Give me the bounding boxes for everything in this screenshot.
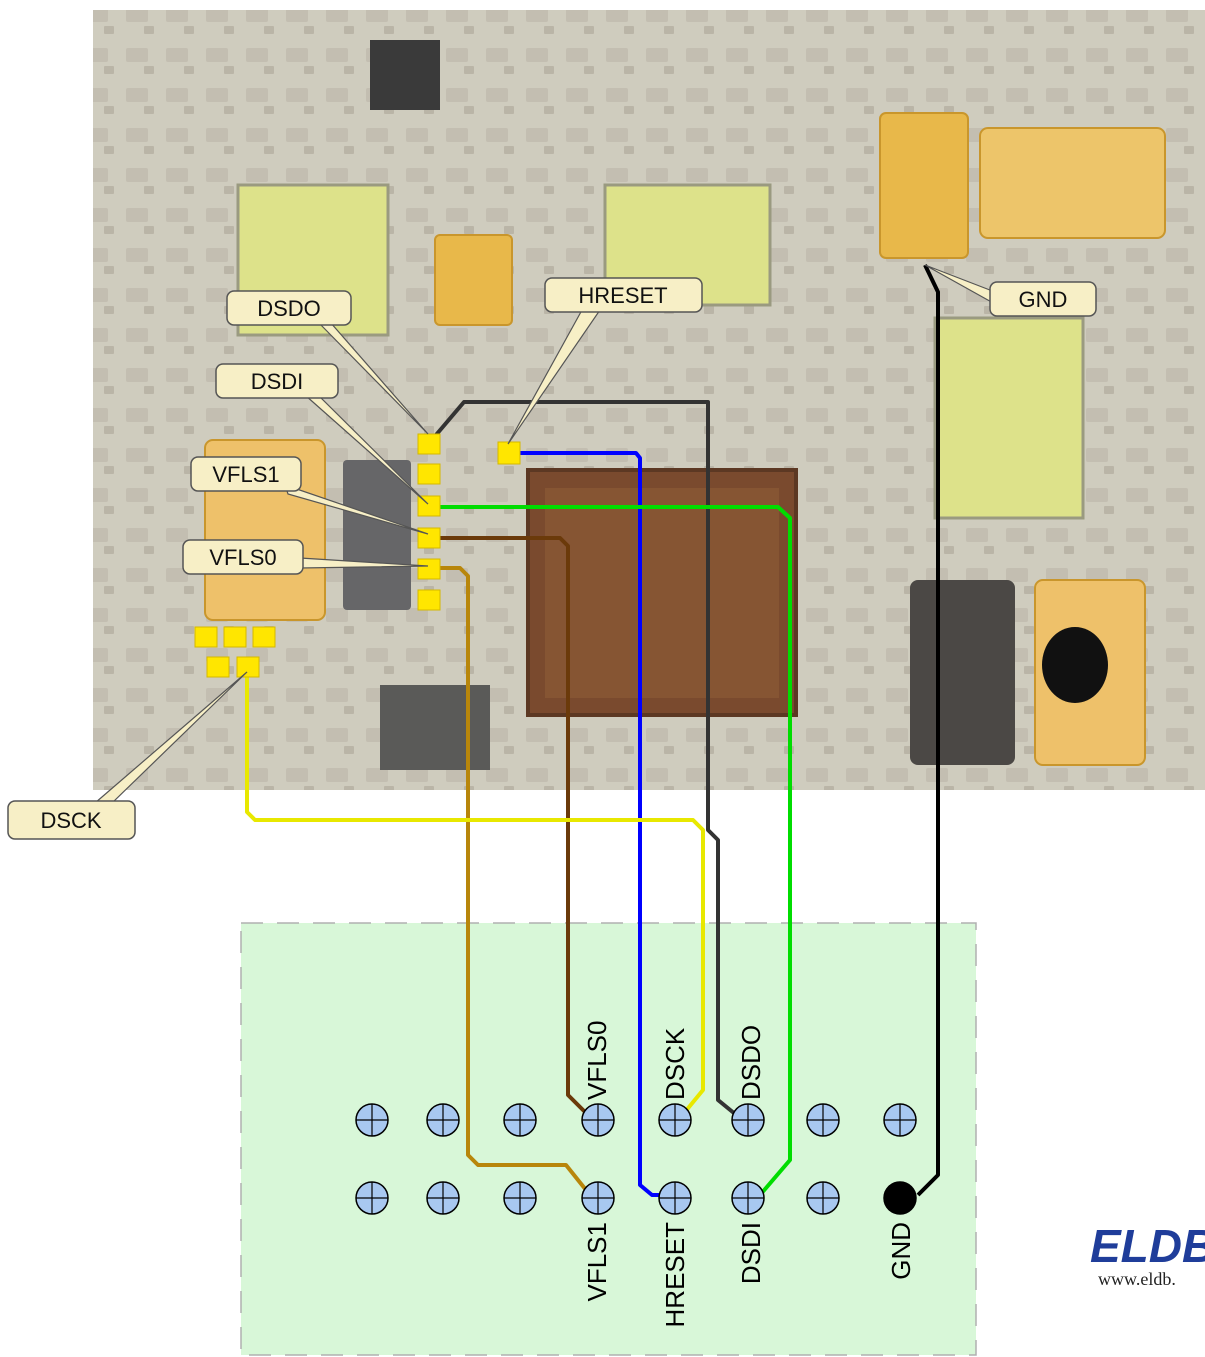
connector-pin (503, 1181, 537, 1215)
pin-label-dsdo: DSDO (736, 1025, 766, 1100)
pin-label-gnd: GND (886, 1222, 916, 1280)
connector-pin (581, 1181, 615, 1215)
branding: ELDB www.eldb. (1090, 1220, 1205, 1289)
pin-label-hreset: HRESET (660, 1222, 690, 1328)
pin-gnd (883, 1181, 917, 1215)
connector-pin (581, 1103, 615, 1137)
pad-dsck-4 (206, 656, 230, 678)
connector-pin (503, 1103, 537, 1137)
pad-2 (417, 463, 441, 485)
wire-gnd (916, 264, 940, 1197)
eldb-logo: ELDB (1090, 1220, 1205, 1272)
pad-vfls1 (417, 558, 441, 580)
pin-label-dsck: DSCK (660, 1027, 690, 1100)
connector-pin (426, 1181, 460, 1215)
pad-dsck-2 (223, 626, 247, 648)
connector-pin (355, 1103, 389, 1137)
pad-hreset (497, 441, 521, 465)
capacitor-106 (434, 234, 513, 326)
callout-hreset: HRESET (578, 283, 667, 308)
callout-vfls1: VFLS1 (212, 462, 279, 487)
capacitor-epcos (879, 112, 969, 259)
connector-pin (355, 1181, 389, 1215)
wire-dsck (245, 670, 705, 1120)
callout-dsdo: DSDO (257, 296, 321, 321)
burn-mark (1042, 627, 1108, 703)
connector-pin (806, 1103, 840, 1137)
connector-pin (731, 1103, 765, 1137)
connector-pins (355, 1103, 917, 1215)
pad-6 (417, 589, 441, 611)
capacitor-156 (979, 127, 1166, 239)
pad-vfls0 (417, 527, 441, 549)
callout-dsck: DSCK (40, 808, 101, 833)
pad-dsck-3 (252, 626, 276, 648)
pad-dsdo (417, 433, 441, 455)
connector-board (240, 922, 977, 1356)
connector-pin (806, 1181, 840, 1215)
callout-gnd: GND (1019, 287, 1068, 312)
connector-pin (731, 1181, 765, 1215)
small-chip-bottom (380, 685, 490, 770)
connector-pin (883, 1103, 917, 1137)
inductor-left (343, 460, 411, 610)
wire-vfls1 (430, 566, 592, 1197)
chip-right (933, 316, 1085, 520)
connector-pin (658, 1181, 692, 1215)
pin-label-vfls0: VFLS0 (582, 1021, 612, 1101)
connector-pin (426, 1103, 460, 1137)
pin-label-dsdi: DSDI (736, 1222, 766, 1284)
callout-dsdi: DSDI (251, 369, 304, 394)
pad-dsdi (417, 495, 441, 517)
wire-dsdi (430, 505, 792, 1197)
callout-vfls0: VFLS0 (209, 545, 276, 570)
wire-dsdo (428, 400, 742, 1120)
pad-dsck-5 (236, 656, 260, 678)
pin-label-vfls1: VFLS1 (582, 1222, 612, 1302)
connector-labels: VFLS0 DSCK DSDO VFLS1 HRESET DSDI GND (582, 1021, 916, 1328)
connector-pin (658, 1103, 692, 1137)
inductor-right (910, 580, 1015, 765)
eldb-url: www.eldb. (1098, 1269, 1176, 1289)
pad-dsck-1 (194, 626, 218, 648)
small-chip-top (370, 40, 440, 110)
callouts: DSDO DSDI VFLS1 VFLS0 HRESET GND DSCK (7, 264, 1097, 840)
